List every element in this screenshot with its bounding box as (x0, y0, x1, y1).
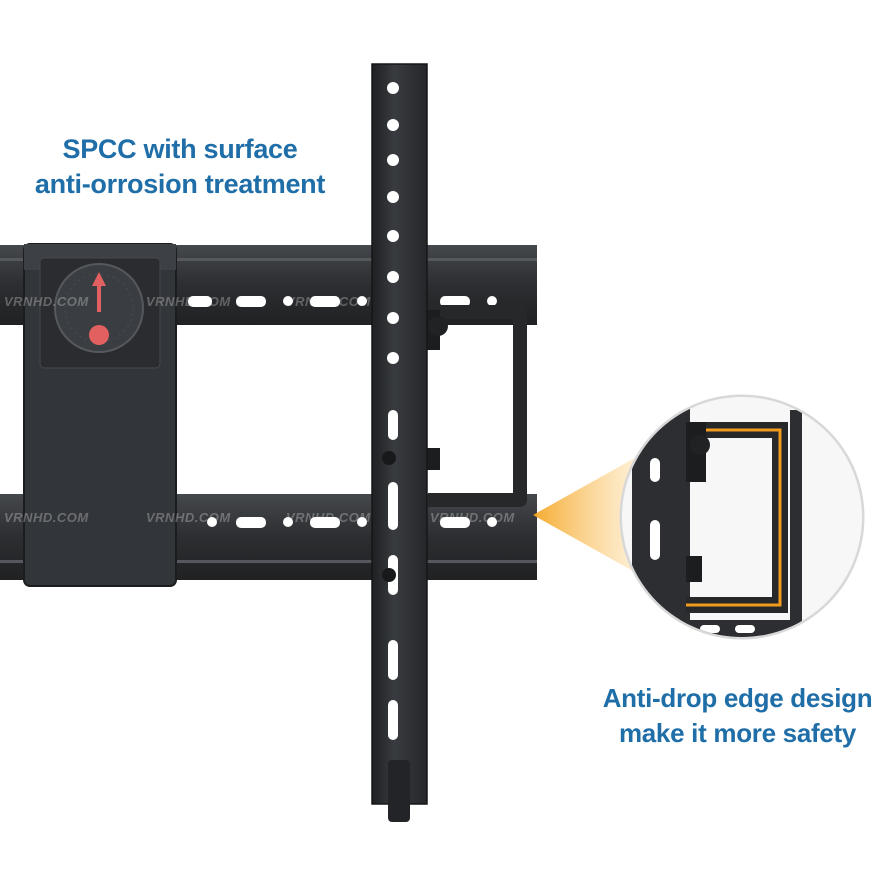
watermark-1: VRNHD.COM (4, 294, 89, 309)
safety-caption-line-1: Anti-drop edge design (602, 683, 873, 713)
slider-cover-plate (23, 243, 177, 587)
vertical-arm (371, 63, 428, 822)
bubble-level-icon (54, 263, 144, 353)
material-caption: SPCC with surface anti-orrosion treatmen… (20, 132, 340, 202)
anti-drop-hook (424, 305, 527, 507)
watermark-7: VRNHD.COM (430, 510, 515, 525)
watermark-6: VRNHD.COM (286, 510, 371, 525)
safety-caption: Anti-drop edge design make it more safet… (592, 681, 883, 751)
zoom-inset (619, 394, 865, 640)
material-caption-line-1: SPCC with surface (62, 134, 298, 164)
watermark-3: VRNHD.COM (286, 294, 371, 309)
safety-caption-line-2: make it more safety (618, 718, 857, 748)
material-caption-line-2: anti-orrosion treatment (34, 169, 326, 199)
watermark-4: VRNHD.COM (4, 510, 89, 525)
zoom-highlight-cone (533, 455, 640, 575)
watermark-5: VRNHD.COM (146, 510, 231, 525)
watermark-2: VRNHD.COM (146, 294, 231, 309)
